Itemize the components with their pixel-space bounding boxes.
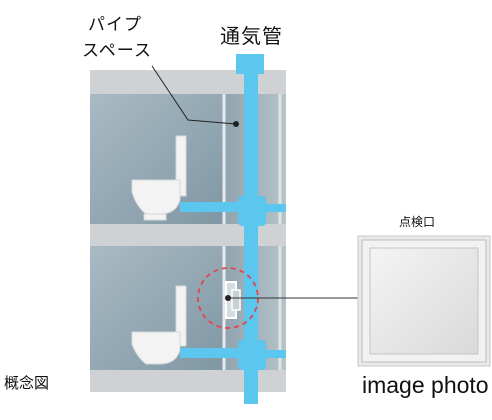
inspection-port-label: 点検口 xyxy=(399,215,436,229)
branch-upper-right xyxy=(256,204,286,212)
image-photo-caption: image photo xyxy=(362,372,489,398)
branch-lower-right xyxy=(256,350,286,358)
inspection-port-photo xyxy=(357,235,491,367)
vent-pipe-label: 通気管 xyxy=(220,24,283,48)
pipe-space-leader-dot xyxy=(233,121,239,127)
floor-slab-lower xyxy=(90,370,286,392)
pipe-space-label-line1: パイプ xyxy=(88,15,142,35)
pipe-space-label-line2: スペース xyxy=(82,41,152,61)
pipe-joint-lower xyxy=(238,340,266,370)
pipe-space-leader xyxy=(151,65,237,125)
vent-pipe-top-cap xyxy=(236,54,264,74)
vent-pipe-vertical xyxy=(244,74,258,404)
vent-pipe-system xyxy=(180,54,286,404)
toilet-upper xyxy=(131,135,187,221)
pipe-joint-upper xyxy=(238,196,266,226)
photo-leader-dot xyxy=(225,295,231,301)
concept-diagram-label: 概念図 xyxy=(4,374,50,392)
toilet-lower xyxy=(131,285,187,365)
drain-branch-lower xyxy=(180,348,246,358)
drain-branch-upper xyxy=(180,202,246,212)
floor-slab-upper xyxy=(90,224,286,246)
